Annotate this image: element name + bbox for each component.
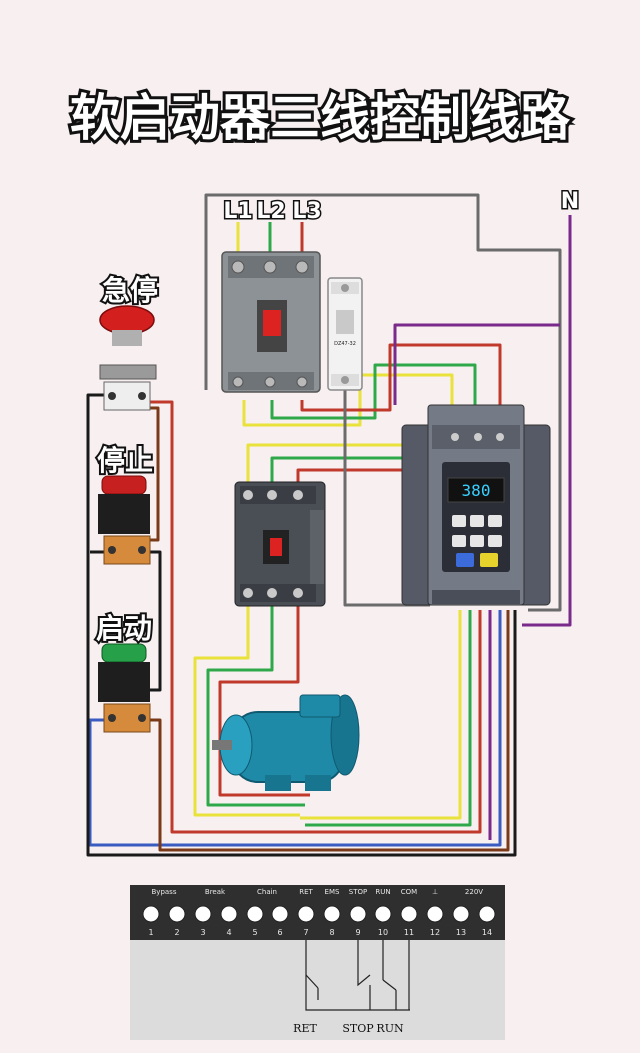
soft-starter-key-1[interactable] <box>452 515 466 527</box>
soft-starter-key-5[interactable] <box>470 535 484 547</box>
phase-l3-label: L3 <box>292 199 321 224</box>
terminal-number: 7 <box>303 928 308 937</box>
group-bypass: Bypass <box>152 888 177 896</box>
start-label: 启动 <box>96 612 152 645</box>
wire-out-red <box>300 343 502 425</box>
run-switch <box>382 979 397 1010</box>
aux-breaker[interactable]: DZ47-32 <box>327 277 363 391</box>
diagram-title: 软启动器三线控制线路 <box>70 89 571 147</box>
terminal-8[interactable] <box>323 905 341 923</box>
terminal-number: 5 <box>252 928 257 937</box>
neutral-label: N <box>561 189 579 214</box>
terminal-group-labels: Bypass Break Chain RET EMS STOP RUN COM … <box>152 888 484 896</box>
terminal-11[interactable] <box>400 905 418 923</box>
stop-switch-label: STOP <box>342 1022 374 1035</box>
group-com: COM <box>401 888 417 896</box>
wire-ss-black <box>86 393 517 857</box>
terminal-number: 14 <box>482 928 492 937</box>
wire-neutral <box>522 215 572 627</box>
terminal-number: 4 <box>226 928 231 937</box>
terminal-number: 9 <box>355 928 360 937</box>
wire-ss-blue <box>88 610 502 847</box>
stop-label: 停止 <box>97 444 153 477</box>
terminal-12[interactable] <box>426 905 444 923</box>
terminal-number: 3 <box>200 928 205 937</box>
soft-starter[interactable]: 380 <box>401 404 551 606</box>
phase-l1-label: L1 <box>223 199 252 224</box>
wire-gray-top <box>204 193 562 612</box>
terminal-circles <box>142 905 496 923</box>
terminal-13[interactable] <box>452 905 470 923</box>
group-stop: STOP <box>349 888 367 896</box>
terminal-10[interactable] <box>374 905 392 923</box>
terminal-number: 11 <box>404 928 414 937</box>
terminal-7[interactable] <box>297 905 315 923</box>
terminal-6[interactable] <box>271 905 289 923</box>
group-break: Break <box>205 888 226 896</box>
terminal-2[interactable] <box>168 905 186 923</box>
wire-ss-brown <box>150 610 510 852</box>
terminal-number: 13 <box>456 928 466 937</box>
ret-switch <box>305 974 319 1000</box>
wire-btn-3 <box>148 406 160 542</box>
terminal-number: 2 <box>174 928 179 937</box>
terminal-number: 6 <box>277 928 282 937</box>
stop-button[interactable] <box>98 475 151 565</box>
terminal-number: 10 <box>378 928 388 937</box>
terminal-1[interactable] <box>142 905 160 923</box>
group-chain: Chain <box>257 888 277 896</box>
phase-l2-label: L2 <box>256 199 285 224</box>
wire-btn-1 <box>150 550 162 692</box>
soft-starter-display: 380 <box>462 481 491 500</box>
main-breaker[interactable] <box>221 251 321 393</box>
motor <box>212 694 360 791</box>
group-ems: EMS <box>325 888 340 896</box>
terminal-number: 8 <box>329 928 334 937</box>
wire-out-green <box>270 363 477 425</box>
group-220v: 220V <box>465 888 483 896</box>
soft-starter-key-6[interactable] <box>488 535 502 547</box>
terminal-numbers: 1 2 3 4 5 6 7 8 9 10 11 12 13 14 <box>148 928 492 937</box>
group-run: RUN <box>375 888 390 896</box>
terminal-block <box>130 885 505 1040</box>
group-ground: ⊥ <box>432 888 438 896</box>
start-button[interactable] <box>98 643 151 733</box>
wire-ss-yellow <box>300 610 462 820</box>
terminal-14[interactable] <box>478 905 496 923</box>
wire-motor-green <box>206 605 305 807</box>
ret-switch-label: RET <box>293 1022 317 1035</box>
wire-ss-red <box>148 400 482 834</box>
soft-starter-stop-key[interactable] <box>480 553 498 567</box>
terminal-5[interactable] <box>246 905 264 923</box>
soft-starter-key-3[interactable] <box>488 515 502 527</box>
soft-starter-run-key[interactable] <box>456 553 474 567</box>
wire-ss-green <box>305 610 472 827</box>
contactor[interactable] <box>234 481 326 607</box>
soft-starter-key-4[interactable] <box>452 535 466 547</box>
wire-out-purple <box>393 323 560 405</box>
wire-motor-red <box>218 605 310 797</box>
soft-starter-key-2[interactable] <box>470 515 484 527</box>
terminal-3[interactable] <box>194 905 212 923</box>
emergency-stop-button[interactable] <box>99 305 157 411</box>
terminal-number: 12 <box>430 928 440 937</box>
terminal-4[interactable] <box>220 905 238 923</box>
aux-breaker-label: DZ47-32 <box>334 341 356 347</box>
emergency-stop-label: 急停 <box>102 274 158 307</box>
terminal-number: 1 <box>148 928 153 937</box>
control-switches <box>305 940 410 1011</box>
group-ret: RET <box>299 888 313 896</box>
terminal-9[interactable] <box>349 905 367 923</box>
wire-aux-gray <box>343 390 430 607</box>
stop-switch <box>357 974 371 1010</box>
wire-motor-yellow <box>193 605 300 817</box>
run-switch-label: RUN <box>376 1022 404 1035</box>
wire-out-yellow <box>242 373 454 427</box>
